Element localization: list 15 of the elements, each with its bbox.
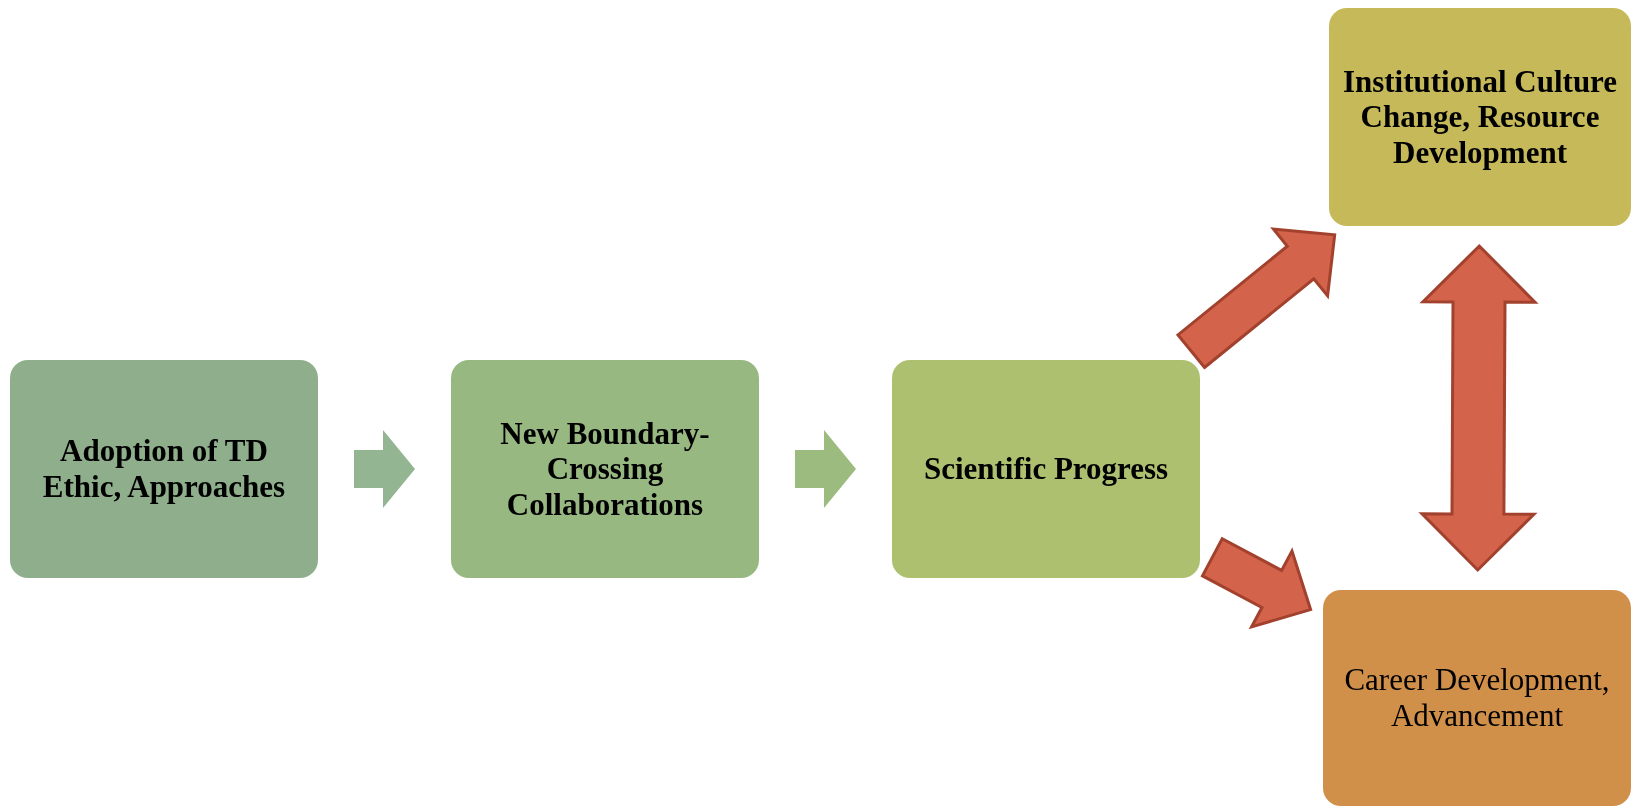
box-label: Career Development, Advancement [1343,662,1611,734]
process-box [1323,590,1631,806]
double-block-arrow [1418,243,1539,573]
process-box [892,360,1200,578]
process-box [1329,8,1631,226]
process-box [451,360,759,578]
block-arrow [795,430,856,508]
box-label: Scientific Progress [923,451,1169,487]
block-arrow [1175,227,1337,370]
block-arrow [354,430,415,508]
box-label: Adoption of TD Ethic, Approaches [41,433,287,505]
box-label: New Boundary-Crossing Collaborations [499,415,711,523]
block-arrow [1200,536,1313,630]
box-label: Institutional Culture Change, Resource Development [1341,63,1619,171]
process-box [10,360,318,578]
